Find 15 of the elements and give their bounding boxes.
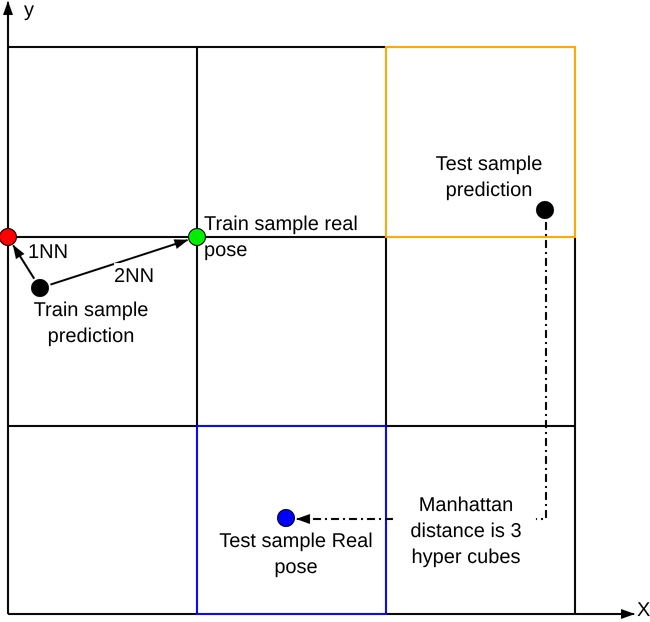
arrow — [50, 239, 188, 286]
point-dot — [0, 228, 17, 246]
axis-label: X — [637, 600, 650, 620]
point-label: Train sample prediction — [32, 298, 150, 349]
arrow — [12, 244, 36, 280]
point-label: Train sample real pose — [204, 212, 359, 263]
highlighted-cell — [196, 425, 387, 615]
axis-label: y — [24, 0, 34, 20]
highlighted-cell — [385, 46, 576, 238]
point-label: Test sample Real pose — [218, 529, 374, 580]
point-label: Test sample prediction — [434, 152, 544, 203]
point-dot — [277, 509, 295, 527]
point-dot — [31, 279, 49, 297]
point-dot — [188, 228, 206, 246]
point-dot — [536, 201, 554, 219]
